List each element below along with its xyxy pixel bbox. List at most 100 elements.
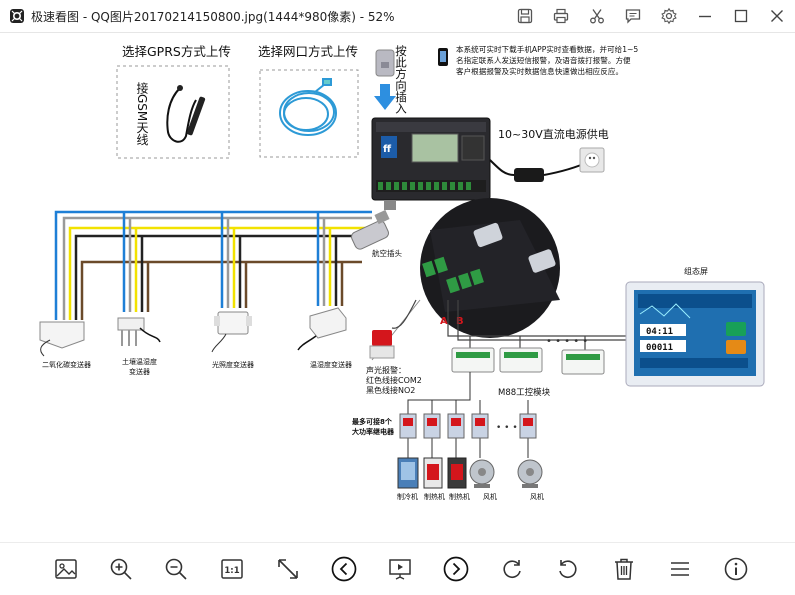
- device-5-label: 风机: [530, 492, 544, 501]
- fullscreen-button[interactable]: [271, 552, 305, 586]
- alarm-siren-icon: [369, 330, 395, 359]
- sensor-wiring: [54, 210, 372, 320]
- actual-size-icon: 1:1: [221, 559, 243, 579]
- save-button[interactable]: [507, 0, 543, 32]
- maximize-button[interactable]: [723, 0, 759, 32]
- gprs-box: [116, 65, 230, 159]
- app-logo-icon: [10, 9, 24, 23]
- alarm-label-1: 声光报警：: [366, 365, 406, 375]
- alarm-label-3: 黑色线接NO2: [366, 385, 415, 395]
- cut-icon: [590, 9, 604, 24]
- sensor-soil-label-2: 变送器: [129, 367, 150, 376]
- actual-size-button[interactable]: 1:1: [215, 552, 249, 586]
- gprs-title: 选择GPRS方式上传: [122, 44, 231, 59]
- image-icon: [55, 559, 77, 579]
- cut-button[interactable]: [579, 0, 615, 32]
- menu-button[interactable]: [663, 552, 697, 586]
- zoom-out-button[interactable]: [159, 552, 193, 586]
- relay-note-1: 最多可接8个: [352, 417, 393, 426]
- co2-sensor-icon: [39, 321, 85, 357]
- next-icon: [443, 556, 469, 582]
- insert-arrow-icon: [374, 84, 396, 110]
- open-image-button[interactable]: [49, 552, 83, 586]
- print-button[interactable]: [543, 0, 579, 32]
- temp-humidity-sensor-icon: [297, 307, 347, 351]
- aviation-plug-label: 航空插头: [372, 248, 402, 258]
- device-2-label: 制热机: [424, 492, 445, 501]
- sensor-temp-humidity-label: 温湿度变送器: [310, 360, 352, 369]
- previous-icon: [331, 556, 357, 582]
- info-button[interactable]: [719, 552, 753, 586]
- heater-icon-2: [447, 457, 467, 489]
- svg-text:ff: ff: [383, 144, 392, 155]
- menu-icon: [671, 562, 689, 576]
- relay-wiring: [407, 372, 529, 458]
- network-box: [259, 69, 359, 158]
- rotate-right-icon: [503, 560, 521, 578]
- gear-icon: [661, 7, 677, 25]
- next-button[interactable]: [439, 552, 473, 586]
- device-1-label: 制冷机: [397, 492, 418, 501]
- fan-icon-1: [469, 459, 495, 488]
- system-note-line-1: 本系统可实时下载手机APP实时查看数据，并可给1~5: [456, 44, 638, 54]
- delete-icon: [615, 558, 633, 580]
- m88-module-3: [561, 349, 605, 375]
- alarm-label-2: 红色线接COM2: [366, 375, 422, 385]
- fan-icon-2: [517, 459, 543, 488]
- hmi-label: 组态屏: [684, 266, 708, 276]
- m88-module-2: [499, 347, 543, 373]
- network-title: 选择网口方式上传: [258, 44, 358, 59]
- slideshow-icon: [389, 559, 411, 580]
- comment-button[interactable]: [615, 0, 651, 32]
- actual-size-label: 1:1: [224, 566, 239, 576]
- relay-4: [471, 413, 489, 439]
- sensor-soil-label-1: 土壤温湿度: [122, 357, 157, 366]
- rotate-right-button[interactable]: [495, 552, 529, 586]
- m88-label: M88工控模块: [498, 387, 551, 398]
- chiller-icon: [397, 457, 419, 489]
- zoom-in-button[interactable]: [104, 552, 138, 586]
- relay-3: [447, 413, 465, 439]
- relay-5: [519, 413, 537, 439]
- insert-direction-label: 按此方向插入: [394, 44, 408, 114]
- relay-note-2: 大功率继电器: [352, 427, 395, 436]
- hmi-screen: [625, 281, 765, 387]
- light-sensor-icon: [211, 311, 252, 353]
- ellipsis-dots: • • • • •: [546, 336, 588, 347]
- terminal-magnifier: [371, 198, 560, 361]
- terminal-a-label: A: [440, 316, 448, 327]
- device-3-label: 制热机: [449, 492, 470, 501]
- relay-1: [399, 413, 417, 439]
- minimize-icon: [699, 15, 711, 18]
- close-button[interactable]: [759, 0, 795, 32]
- controller-host: ff: [371, 117, 491, 201]
- sensor-co2-label: 二氧化碳变送器: [42, 360, 91, 369]
- zoom-out-icon: [165, 558, 187, 580]
- terminal-b-label: B: [456, 316, 464, 327]
- wiring-diagram: 选择GPRS方式上传 接GSM天线 选择网口方式上传 按此方向插入 本系统可实时…: [39, 44, 765, 501]
- rotate-left-button[interactable]: [551, 552, 585, 586]
- gsm-antenna-label: 接GSM天线: [135, 81, 149, 146]
- image-viewport[interactable]: 选择GPRS方式上传 接GSM天线 选择网口方式上传 按此方向插入 本系统可实时…: [0, 33, 795, 542]
- slideshow-button[interactable]: [383, 552, 417, 586]
- title-bar: 极速看图 - QQ图片20170214150800.jpg(1444*980像素…: [0, 0, 795, 33]
- bottom-toolbar: 1:1: [0, 542, 795, 595]
- delete-button[interactable]: [607, 552, 641, 586]
- close-icon: [771, 10, 783, 22]
- gsm-antenna-icon: [166, 85, 206, 143]
- settings-button[interactable]: [651, 0, 687, 32]
- relay-2: [423, 413, 441, 439]
- device-4-label: 风机: [483, 492, 497, 501]
- window-title: 极速看图 - QQ图片20170214150800.jpg(1444*980像素…: [31, 9, 395, 24]
- relay-ellipsis: • • •: [496, 423, 518, 433]
- previous-button[interactable]: [327, 552, 361, 586]
- save-icon: [517, 8, 533, 24]
- fullscreen-icon: [278, 559, 298, 579]
- rotate-left-icon: [559, 560, 577, 578]
- minimize-button[interactable]: [687, 0, 723, 32]
- hmi-value-1: 04:11: [646, 327, 673, 337]
- power-label: 10~30V直流电源供电: [498, 127, 609, 141]
- zoom-in-icon: [110, 558, 132, 580]
- soil-sensor-icon: [117, 317, 161, 346]
- wall-socket-icon: [579, 147, 605, 173]
